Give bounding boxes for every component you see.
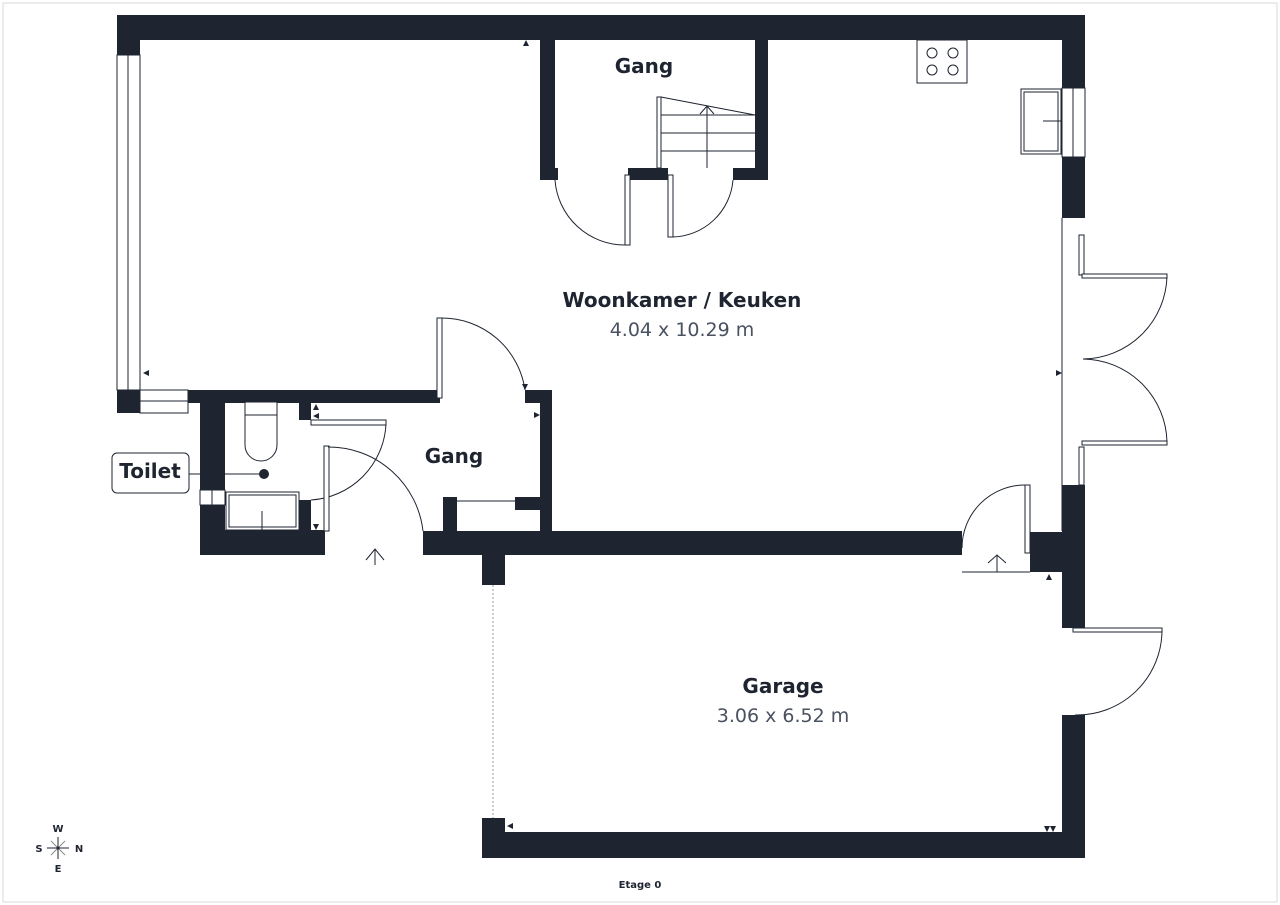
compass-north: N <box>75 844 83 855</box>
stairs <box>656 96 756 169</box>
walls <box>117 15 1085 858</box>
measure-markers <box>143 40 1062 832</box>
toilet-callout: Toilet <box>111 452 269 494</box>
room-label-gang-top: Gang <box>615 54 673 78</box>
washbasin <box>225 491 300 531</box>
floor-label: Etage 0 <box>619 880 662 891</box>
toilet-bowl <box>244 401 278 462</box>
compass-south: S <box>35 844 42 855</box>
stove <box>916 39 968 84</box>
room-label-gang-entry: Gang <box>425 444 483 468</box>
room-dimensions-garage: 3.06 x 6.52 m <box>717 705 849 727</box>
room-dimensions-woonkamer: 4.04 x 10.29 m <box>610 319 755 341</box>
room-label-garage: Garage <box>742 674 823 698</box>
fixtures <box>225 39 1062 531</box>
compass-icon: W S N E <box>35 824 83 875</box>
room-label-toilet: Toilet <box>119 459 181 483</box>
compass-west: W <box>52 824 63 835</box>
sink <box>1020 88 1062 155</box>
windows <box>116 54 1086 818</box>
compass-east: E <box>55 864 62 875</box>
doors <box>310 174 1168 716</box>
room-label-woonkamer: Woonkamer / Keuken <box>563 288 802 312</box>
